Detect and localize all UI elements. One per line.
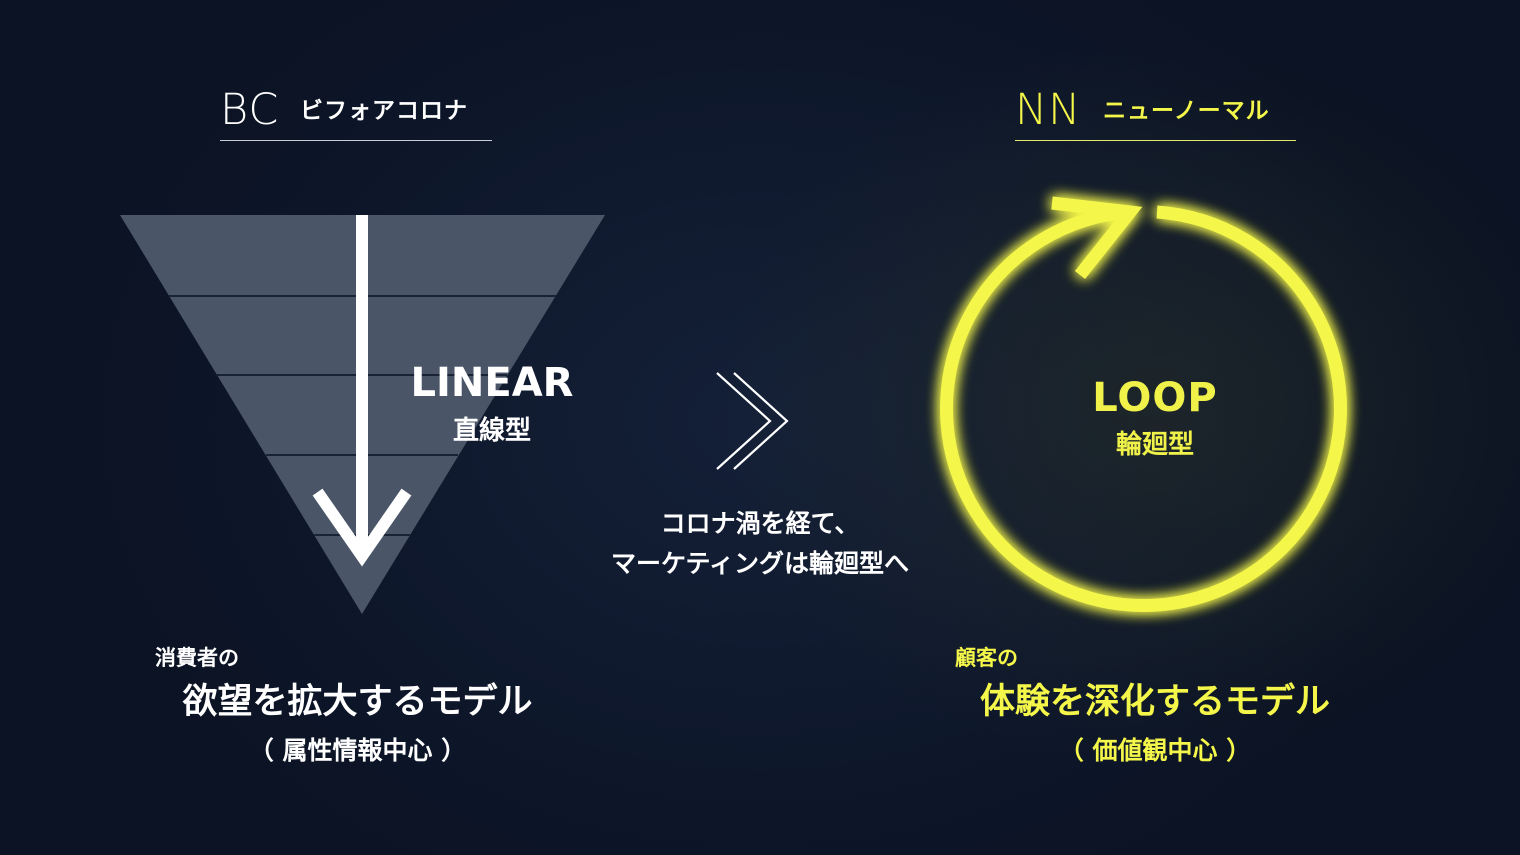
right-caption-small: 顧客の [955,646,1018,670]
left-caption-main: 欲望を拡大するモデル [182,682,533,722]
down-arrow-icon [312,215,412,567]
right-caption-main: 体験を深化するモデル [979,682,1330,722]
bc-abbr: BC [220,85,280,135]
transition-line-2: マーケティングは輪廻型へ [610,549,909,578]
nn-label: ニューノーマル [1103,98,1270,124]
loop-title: LOOP [1092,375,1218,421]
nn-abbr: NN [1015,85,1082,135]
nn-heading: NN ニューノーマル [1015,86,1296,141]
bc-label: ビフォアコロナ [300,98,468,124]
transition-text: コロナ渦を経て、 マーケティングは輪廻型へ [560,504,960,584]
left-caption-sub: （ 属性情報中心 ） [248,736,467,765]
linear-subtitle: 直線型 [452,416,531,446]
bc-heading: BC ビフォアコロナ [220,86,492,141]
loop-cycle-icon [940,196,1347,613]
transition-line-1: コロナ渦を経て、 [660,509,860,538]
loop-subtitle: 輪廻型 [1115,430,1194,460]
linear-title: LINEAR [410,360,574,406]
left-caption-small: 消費者の [155,646,239,670]
double-chevron-icon [716,372,789,470]
right-caption-sub: （ 価値観中心 ） [1058,736,1252,765]
